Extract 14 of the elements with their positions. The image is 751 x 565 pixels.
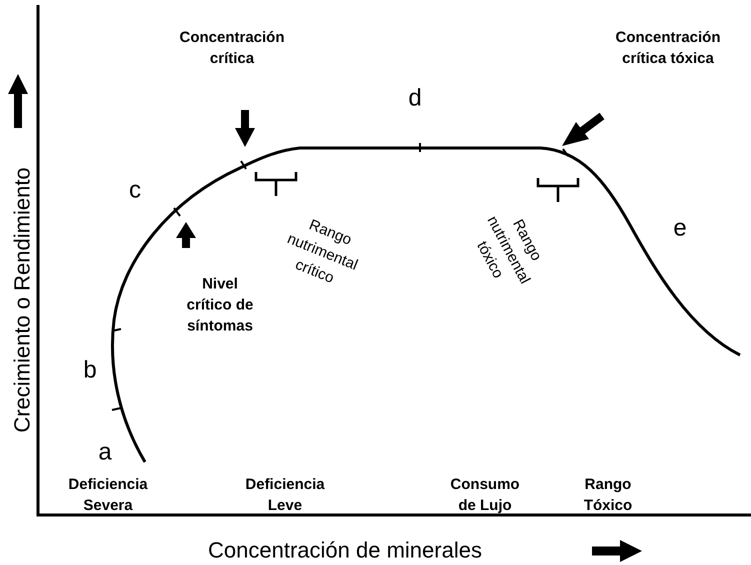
curve-letter: e: [672, 218, 688, 238]
range-label: Deficiencia Leve: [244, 475, 326, 516]
curve-letter: b: [82, 360, 98, 380]
annotation-text: Nivel crítico de síntomas: [186, 274, 254, 336]
range-label: Deficiencia Severa: [67, 475, 149, 516]
curve-letter: d: [407, 88, 423, 108]
range-label: Rango Tóxico: [582, 475, 634, 516]
axis-title: Concentración de minerales: [207, 540, 483, 560]
curve-letter: c: [128, 180, 142, 200]
curve-letter: a: [97, 442, 113, 462]
annotation-text: Concentración crítica tóxica: [614, 28, 722, 69]
range-label: Consumo de Lujo: [449, 475, 521, 516]
axis-title: Crecimiento o Rendimiento: [12, 166, 32, 435]
annotation-text: Concentración crítica: [178, 28, 286, 69]
